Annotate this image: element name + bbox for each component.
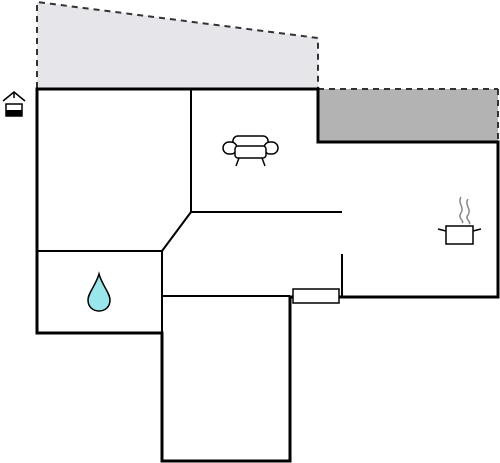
wall-diagonal — [161, 211, 192, 252]
terrace-area — [37, 2, 318, 88]
shaded-area — [318, 89, 498, 142]
entrance-icon — [2, 91, 26, 117]
cooking-pot-icon — [437, 196, 482, 245]
interior-walls — [37, 89, 343, 333]
window-frame — [292, 288, 340, 304]
sofa-icon — [222, 135, 279, 167]
water-drop-icon — [87, 271, 111, 312]
